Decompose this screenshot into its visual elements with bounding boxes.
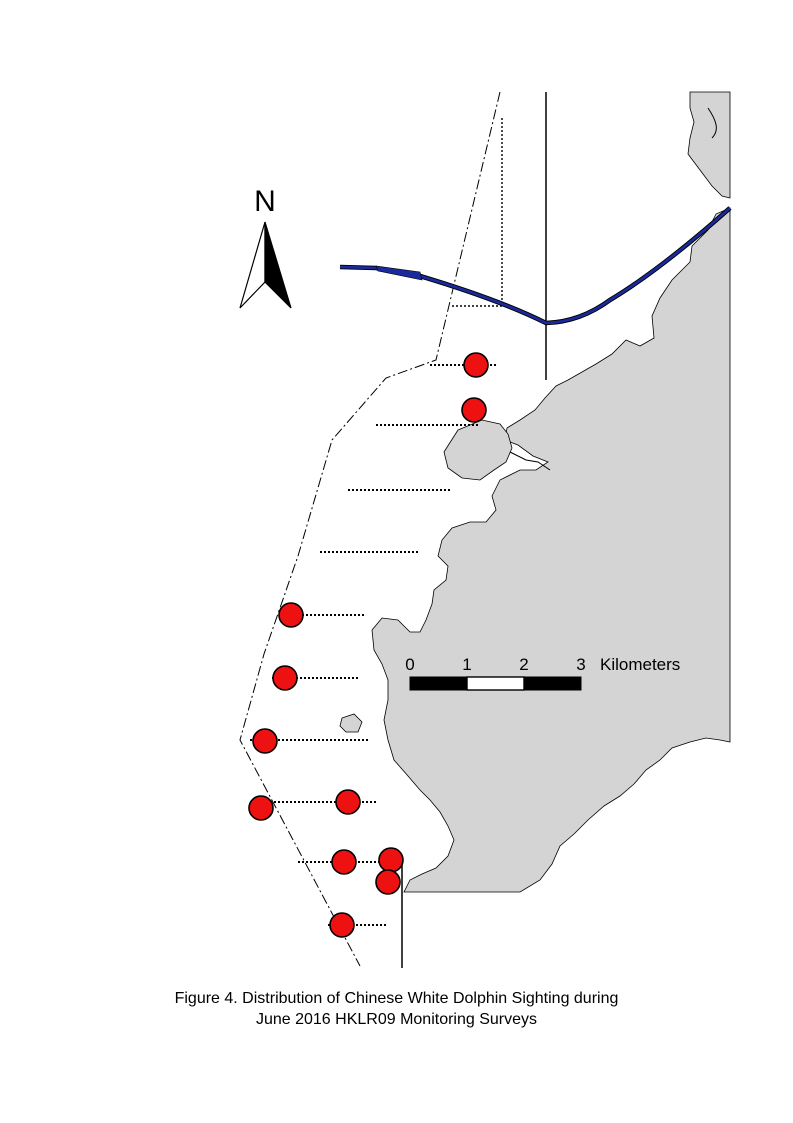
sighting-dot-icon [272,665,298,691]
caption-line-2: June 2016 HKLR09 Monitoring Surveys [255,1011,538,1028]
north-label: N [254,185,276,218]
north-arrow-icon [239,221,266,309]
sighting-dot-icon [331,849,357,875]
sighting-dot-icon [378,847,404,873]
scale-segment [523,676,582,691]
scale-tick-3: 3 [576,655,585,674]
sighting-dot-icon [278,602,304,628]
scale-unit: Kilometers [600,655,680,674]
sighting-dot-icon [461,397,487,423]
scale-segment [466,676,525,691]
sighting-dot-icon [335,789,361,815]
scale-tick-1: 1 [462,655,471,674]
north-arrow: N [239,185,292,309]
sighting-dot-icon [375,869,401,895]
scale-bar: 0 1 2 3 Kilometers [405,655,680,691]
survey-area-boundary [239,91,501,967]
scale-tick-2: 2 [519,655,528,674]
sighting-dot-icon [252,728,278,754]
survey-box-north [452,118,503,307]
dolphin-sightings [248,352,489,938]
caption-line-1: Figure 4. Distribution of Chinese White … [174,990,619,1007]
scale-segment [409,676,468,691]
sighting-dot-icon [463,352,489,378]
sighting-dot-icon [329,912,355,938]
sighting-dot-icon [248,795,274,821]
land-mass [339,91,731,893]
figure-caption: Figure 4. Distribution of Chinese White … [0,988,793,1030]
scale-tick-0: 0 [405,655,414,674]
route-line-inner [339,206,731,325]
